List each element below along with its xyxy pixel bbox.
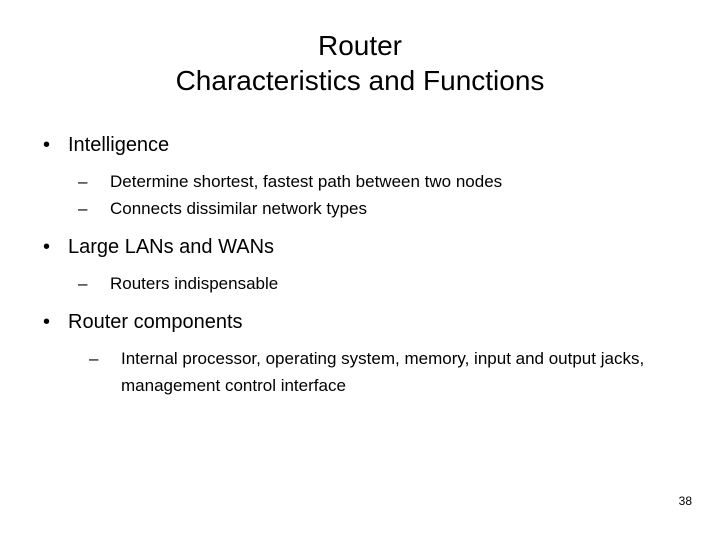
- spacer: [0, 261, 720, 270]
- slide-body: • Intelligence – Determine shortest, fas…: [0, 131, 720, 399]
- bullet-group-router-components: • Router components – Internal processor…: [0, 308, 720, 399]
- sub-bullet-item: – Internal processor, operating system, …: [0, 345, 709, 399]
- sub-bullet-label: Internal processor, operating system, me…: [121, 349, 645, 395]
- spacer: [0, 159, 720, 168]
- spacer: [0, 297, 720, 308]
- spacer: [0, 222, 720, 233]
- sub-bullet-item: – Connects dissimilar network types: [0, 195, 720, 222]
- bullet-item-router-components: • Router components: [0, 308, 720, 336]
- spacer: [0, 336, 720, 345]
- sub-bullet-item: – Routers indispensable: [0, 270, 720, 297]
- sub-bullet-label: Connects dissimilar network types: [110, 199, 367, 218]
- dash-icon: –: [89, 349, 99, 368]
- bullet-group-large-lans-wans: • Large LANs and WANs – Routers indispen…: [0, 233, 720, 297]
- bullet-group-intelligence: • Intelligence – Determine shortest, fas…: [0, 131, 720, 222]
- sub-bullet-item: – Determine shortest, fastest path betwe…: [0, 168, 720, 195]
- title-line-1: Router: [317, 30, 403, 61]
- title-line-2: Characteristics and Functions: [175, 65, 545, 96]
- dash-icon: –: [78, 274, 88, 293]
- page-number: 38: [678, 494, 692, 508]
- bullet-dot-icon: •: [43, 236, 51, 258]
- bullet-item-intelligence: • Intelligence: [0, 131, 720, 159]
- bullet-item-large-lans-wans: • Large LANs and WANs: [0, 233, 720, 261]
- sub-bullet-label: Determine shortest, fastest path between…: [110, 172, 503, 191]
- bullet-label: Intelligence: [68, 134, 170, 156]
- bullet-label: Router components: [68, 311, 243, 333]
- dash-icon: –: [78, 199, 88, 218]
- slide-title: Router Characteristics and Functions: [0, 28, 720, 98]
- bullet-label: Large LANs and WANs: [68, 236, 275, 258]
- dash-icon: –: [78, 172, 88, 191]
- sub-bullet-label: Routers indispensable: [110, 274, 279, 293]
- bullet-dot-icon: •: [43, 134, 51, 156]
- bullet-dot-icon: •: [43, 311, 51, 333]
